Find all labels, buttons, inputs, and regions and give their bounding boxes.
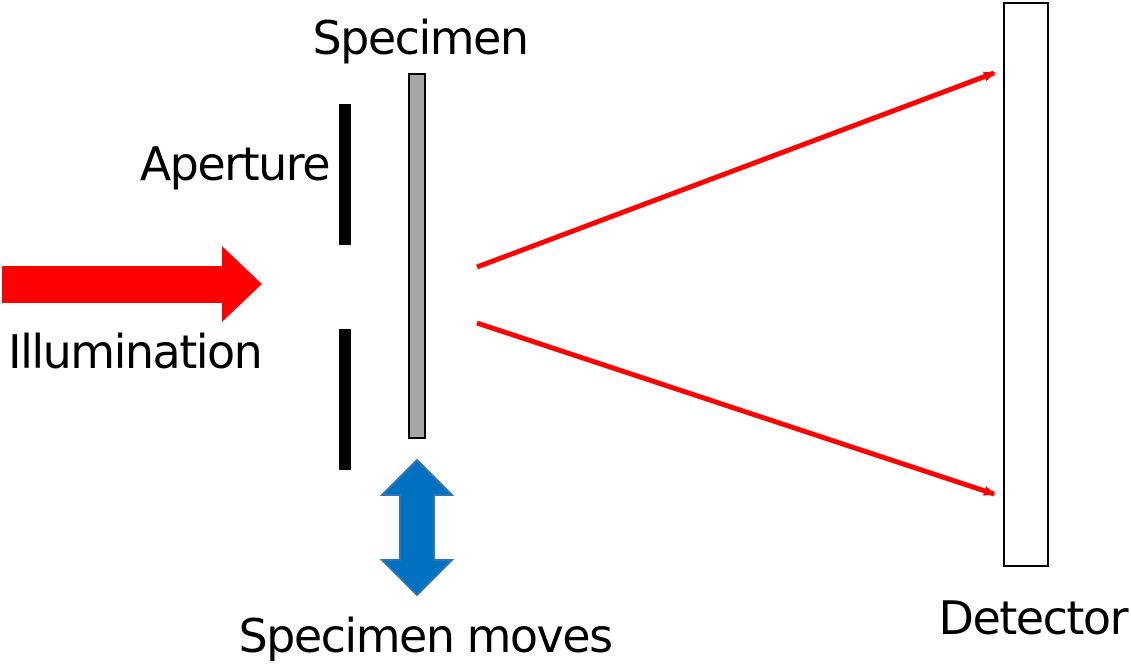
diffracted-ray-upper (476, 70, 996, 270)
specimen-label: Specimen (312, 11, 527, 65)
specimen-moves-label: Specimen moves (238, 609, 611, 661)
aperture-label: Aperture (140, 137, 329, 191)
aperture-lower-blade (339, 329, 351, 470)
aperture-upper-blade (339, 104, 351, 245)
illumination-arrow-icon (2, 246, 262, 322)
up-down-arrow-icon (379, 458, 455, 597)
detector (1003, 2, 1049, 567)
diffracted-ray-lower (476, 320, 996, 497)
illumination-label: Illumination (8, 325, 261, 379)
specimen (408, 73, 426, 439)
detector-label: Detector (939, 591, 1129, 645)
